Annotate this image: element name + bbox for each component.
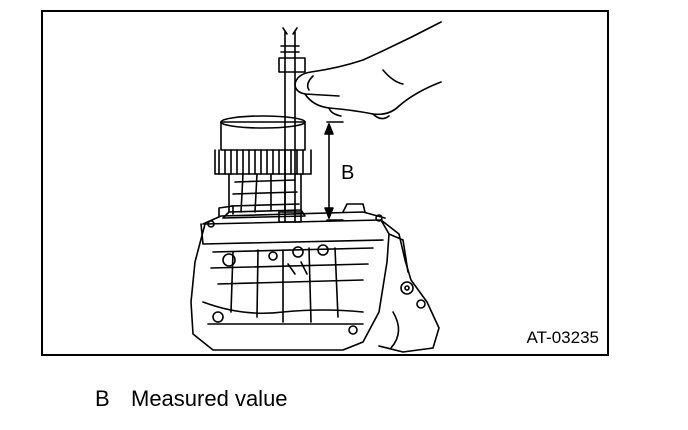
dimension-arrow-b	[324, 121, 344, 221]
gear-drum	[214, 115, 312, 219]
figure-code: AT-03235	[526, 328, 599, 347]
legend: B Measured value	[95, 386, 288, 412]
legend-description: Measured value	[131, 386, 288, 411]
legend-key: B	[95, 386, 110, 411]
case-top-deck	[202, 203, 386, 228]
transmission-case	[190, 219, 390, 351]
illustration-frame: B AT-03235	[41, 10, 609, 356]
depth-gauge	[278, 27, 306, 223]
hand	[294, 21, 442, 120]
measurement-illustration	[190, 21, 442, 353]
case-flange	[378, 219, 440, 353]
callout-label-b: B	[341, 162, 355, 184]
